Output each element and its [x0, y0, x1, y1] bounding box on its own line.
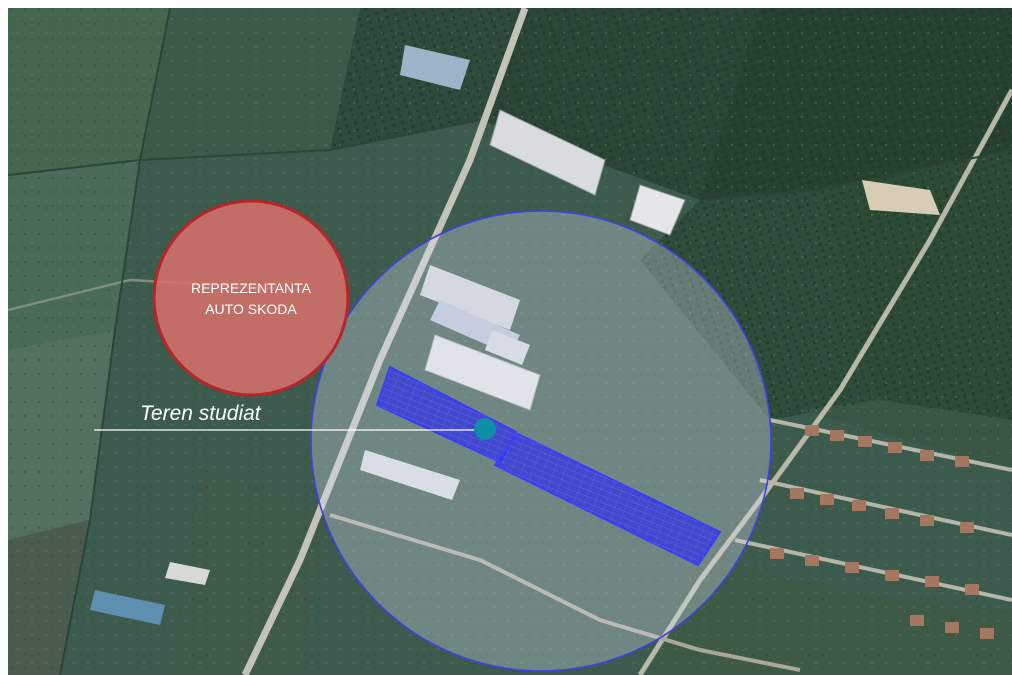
- dealer-label-line2: AUTO SKODA: [205, 301, 297, 317]
- radius-circle[interactable]: [310, 210, 772, 672]
- dealer-label-line1: REPREZENTANTA: [191, 280, 312, 296]
- building: [629, 184, 686, 236]
- road: [637, 88, 1012, 675]
- imagery-layer: [8, 8, 1012, 675]
- residential-area: [770, 425, 994, 639]
- road: [241, 8, 529, 675]
- building: [424, 334, 541, 411]
- building: [485, 330, 530, 365]
- building: [489, 109, 606, 196]
- site-label: Teren studiat: [140, 402, 262, 425]
- building: [90, 590, 165, 625]
- building: [420, 265, 520, 330]
- building: [862, 180, 940, 215]
- building: [400, 45, 470, 90]
- dealer-circle[interactable]: [152, 199, 350, 397]
- building: [165, 562, 210, 585]
- road: [329, 513, 801, 672]
- dealer-marker[interactable]: REPREZENTANTA AUTO SKODA: [152, 199, 350, 397]
- site-marker[interactable]: [474, 418, 496, 440]
- building: [360, 450, 460, 500]
